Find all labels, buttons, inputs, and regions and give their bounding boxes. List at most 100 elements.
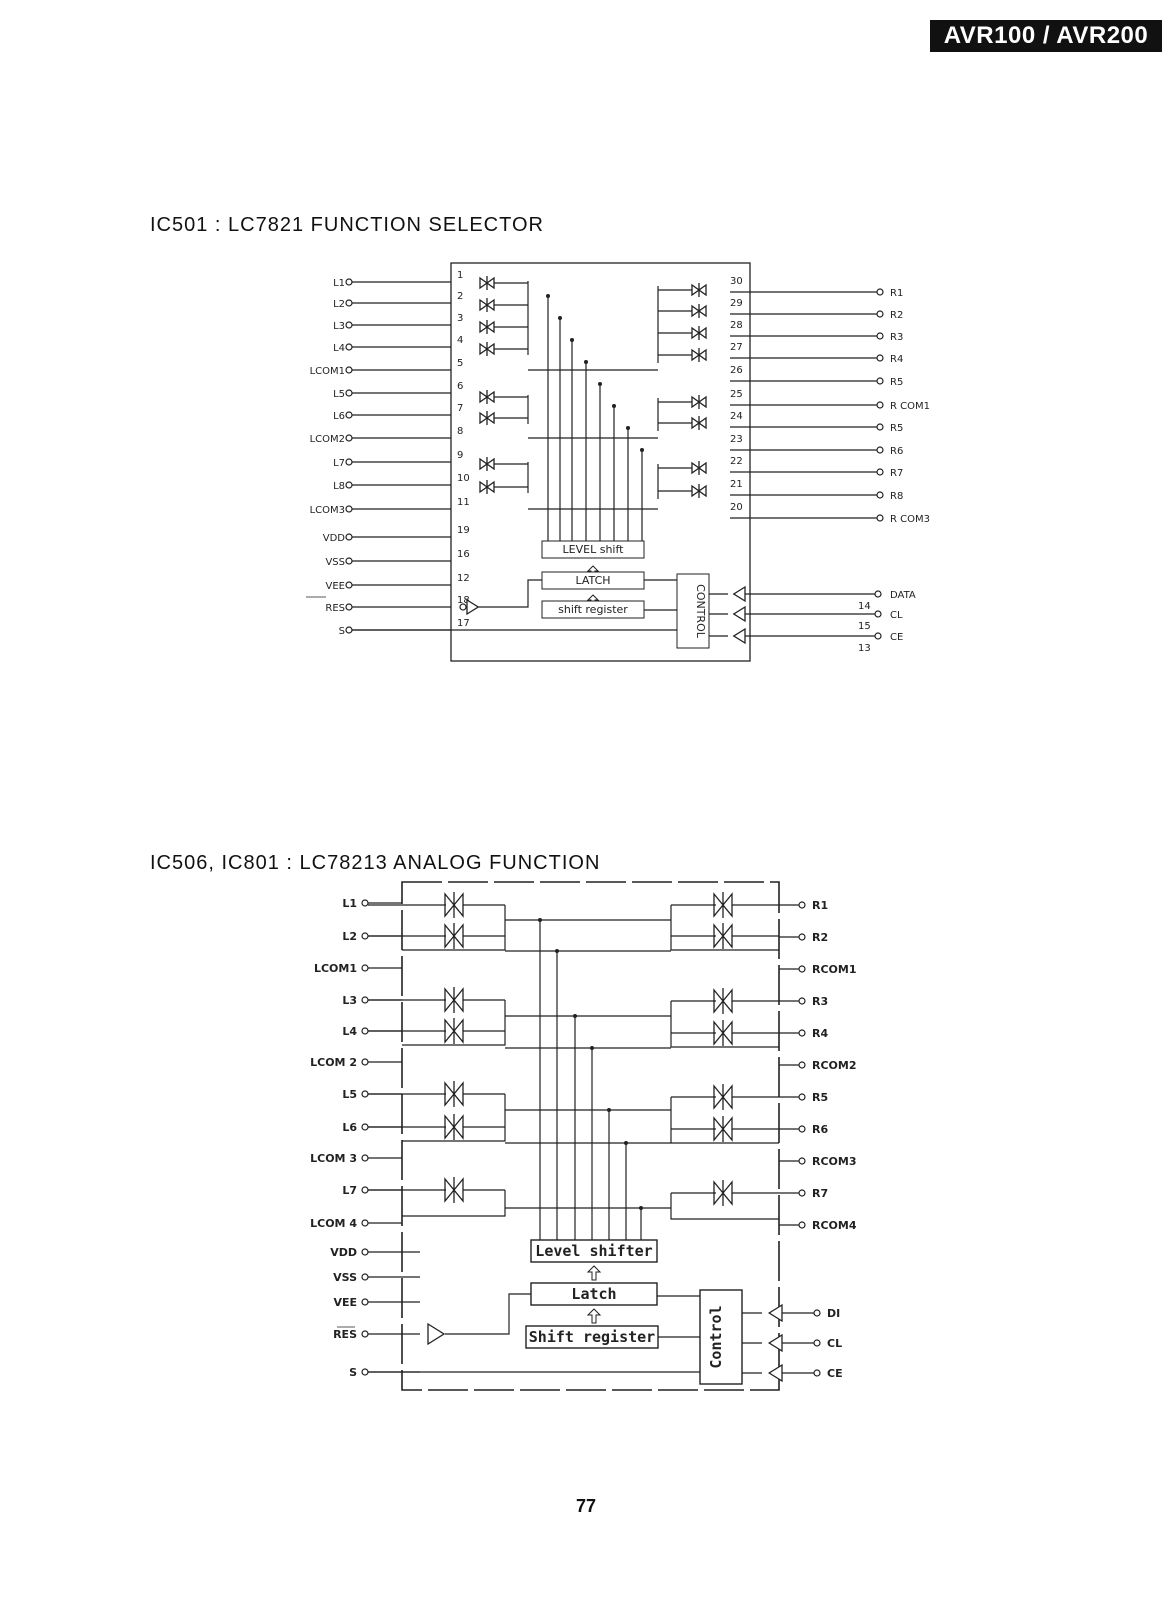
pin-label-r6: R6 — [812, 1123, 828, 1136]
pin-number: 19 — [457, 525, 470, 536]
junction-dot — [546, 294, 550, 298]
pin-label-rcom1: R COM1 — [890, 401, 930, 412]
pin-label-rcom2: RCOM2 — [812, 1059, 857, 1072]
res-wire — [445, 1293, 531, 1335]
junction-dot — [584, 360, 588, 364]
analog-switch-icon — [713, 1116, 733, 1142]
control-label: CONTROL — [694, 584, 707, 639]
bus-line — [402, 1190, 506, 1217]
pin-label-lcom2: LCOM2 — [310, 434, 345, 445]
terminal-circle — [876, 288, 884, 296]
pin-label-rcom4: RCOM4 — [812, 1219, 857, 1232]
junction-dot — [538, 918, 542, 922]
buffer-icon — [767, 1333, 783, 1353]
analog-switch-icon — [444, 1114, 464, 1140]
junction-dot — [640, 448, 644, 452]
pin-label-vdd: VDD — [330, 1246, 357, 1259]
bus-line — [670, 1097, 779, 1144]
terminal-circle — [361, 1273, 369, 1281]
terminal-circle — [361, 1123, 369, 1131]
pin-label-r2: R2 — [890, 310, 903, 321]
terminal-circle — [874, 590, 882, 598]
pin-label-r6: R6 — [890, 446, 903, 457]
pin-label-l4: L4 — [333, 343, 345, 354]
terminal-circle — [798, 1029, 806, 1037]
pin-label-r5: R5 — [890, 423, 903, 434]
pin-label-rcom3: RCOM3 — [812, 1155, 857, 1168]
pin-label-l7: L7 — [333, 458, 345, 469]
pin-number: 1 — [457, 270, 463, 281]
pin-label-lcom3: LCOM 3 — [310, 1152, 357, 1165]
terminal-circle — [813, 1339, 821, 1347]
pin-number: 8 — [457, 426, 463, 437]
pin-label-l4: L4 — [342, 1025, 357, 1038]
pin-label-res: RES — [333, 1328, 357, 1341]
terminal-circle — [813, 1309, 821, 1317]
pin-number: 12 — [457, 573, 470, 584]
pin-label-s: S — [349, 1366, 357, 1379]
shift-register-label: shift register — [558, 603, 628, 616]
terminal-circle — [798, 1189, 806, 1197]
pin-number: 7 — [457, 403, 463, 414]
pin-number: 24 — [730, 411, 743, 422]
buffer-icon — [466, 598, 480, 616]
pin-label-l8: L8 — [333, 481, 345, 492]
terminal-circle — [361, 1058, 369, 1066]
res-wire — [478, 579, 542, 608]
pin-label-r5: R5 — [890, 377, 903, 388]
pin-number: 20 — [730, 502, 743, 513]
terminal-circle — [876, 514, 884, 522]
terminal-circle — [876, 401, 884, 409]
junction-dot — [558, 316, 562, 320]
analog-switch-icon — [444, 1018, 464, 1044]
buffer-icon — [767, 1303, 783, 1323]
terminal-circle — [876, 310, 884, 318]
pin-label-vee: VEE — [333, 1296, 357, 1309]
pin-number: 18 — [457, 595, 470, 606]
pin-label-di: DI — [827, 1307, 840, 1320]
pin-label-res: RES — [325, 603, 345, 614]
shift-register-label: Shift register — [529, 1328, 655, 1346]
terminal-circle — [361, 1219, 369, 1227]
terminal-circle — [798, 1221, 806, 1229]
pin-number: 15 — [858, 621, 871, 632]
terminal-circle — [874, 610, 882, 618]
terminal-circle — [876, 332, 884, 340]
pin-label-cl: CL — [890, 610, 903, 621]
pin-label-r4: R4 — [812, 1027, 828, 1040]
page-number: 77 — [575, 1496, 597, 1516]
pin-label-data: DATA — [890, 590, 916, 601]
pin-number: 6 — [457, 381, 463, 392]
terminal-circle — [876, 377, 884, 385]
terminal-circle — [798, 901, 806, 909]
pin-number: 22 — [730, 456, 743, 467]
analog-switch-icon — [444, 1081, 464, 1107]
level-shift-label: LEVEL shift — [563, 543, 625, 556]
pin-label-l3: L3 — [333, 321, 345, 332]
pin-number: 27 — [730, 342, 743, 353]
pin-label-lcom1: LCOM1 — [314, 962, 357, 975]
analog-switch-icon — [713, 1180, 733, 1206]
ic506-title: IC506, IC801 : LC78213 ANALOG FUNCTION — [150, 852, 601, 874]
model-badge: AVR100 / AVR200 — [930, 20, 1162, 52]
pin-number: 25 — [730, 389, 743, 400]
control-label: Control — [707, 1305, 725, 1368]
pin-number: 14 — [858, 601, 871, 612]
pin-number: 3 — [457, 313, 463, 324]
control-block — [699, 1289, 743, 1385]
terminal-circle — [876, 491, 884, 499]
terminal-circle — [361, 1154, 369, 1162]
pin-label-l1: L1 — [342, 897, 357, 910]
terminal-circle — [361, 1298, 369, 1306]
pin-number: 28 — [730, 320, 743, 331]
pin-label-r1: R1 — [812, 899, 828, 912]
pin-label-rcom1: RCOM1 — [812, 963, 857, 976]
terminal-circle — [798, 1093, 806, 1101]
junction-dot — [639, 1206, 643, 1210]
terminal-circle — [361, 899, 369, 907]
pin-label-l5: L5 — [333, 389, 345, 400]
terminal-circle — [798, 997, 806, 1005]
pin-label-r3: R3 — [812, 995, 828, 1008]
pin-label-vss: VSS — [333, 1271, 357, 1284]
